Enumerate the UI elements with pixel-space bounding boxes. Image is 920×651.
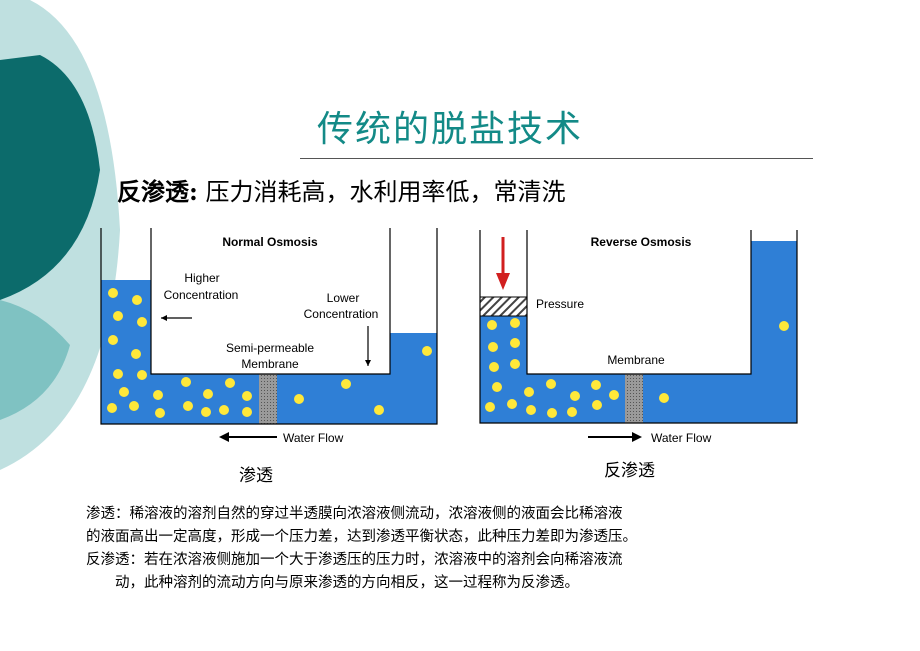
reverse-water-flow-label: Water Flow [651,431,712,445]
slide-title: 传统的脱盐技术 [316,109,583,150]
paragraph-line: 动，此种溶剂的流动方向与原来渗透的方向相反，这一过程称为反渗透。 [115,575,579,591]
reverse-osmosis-water [480,241,797,423]
normal-osmosis-water [101,280,437,424]
paragraph-line: 反渗透：若在浓溶液侧施加一个大于渗透压的压力时，浓溶液中的溶剂会向稀溶液流 [86,552,623,568]
paragraph-line: 渗透：稀溶液的溶剂自然的穿过半透膜向浓溶液侧流动，浓溶液侧的液面会比稀溶液 [86,506,623,522]
reverse-osmosis-heading: Reverse Osmosis [591,235,692,249]
slide-subtitle: 反渗透: 压力消耗高，水利用率低，常清洗 [117,172,566,207]
explanation-paragraph: 渗透：稀溶液的溶剂自然的穿过半透膜向浓溶液侧流动，浓溶液侧的液面会比稀溶液 的液… [86,503,826,595]
normal-osmosis-container [100,228,438,425]
lower-concentration-label-1: Lower [327,291,360,305]
semipermeable-membrane-label-1: Semi-permeable [226,341,314,355]
lower-concentration-label-2: Concentration [304,307,379,321]
reverse-osmosis-membrane [625,374,643,423]
reverse-osmosis-container [479,230,798,424]
subtitle-term: 反渗透: [117,177,198,206]
subtitle-text: 压力消耗高，水利用率低，常清洗 [197,178,566,206]
reverse-osmosis-caption: 反渗透 [604,461,655,481]
normal-water-flow-label: Water Flow [283,431,344,445]
reverse-membrane-label: Membrane [607,353,665,367]
title-divider [300,158,813,159]
reverse-osmosis-particles [485,318,789,418]
higher-concentration-label-2: Concentration [164,288,239,302]
pressure-piston [479,296,528,317]
normal-osmosis-particles [107,288,432,418]
higher-concentration-label-1: Higher [184,271,219,285]
semipermeable-membrane-label-2: Membrane [241,357,299,371]
normal-osmosis-heading: Normal Osmosis [222,235,318,249]
pressure-label: Pressure [536,297,584,311]
paragraph-line: 的液面高出一定高度，形成一个压力差，达到渗透平衡状态，此种压力差即为渗透压。 [86,529,637,545]
osmosis-caption: 渗透 [239,466,273,486]
